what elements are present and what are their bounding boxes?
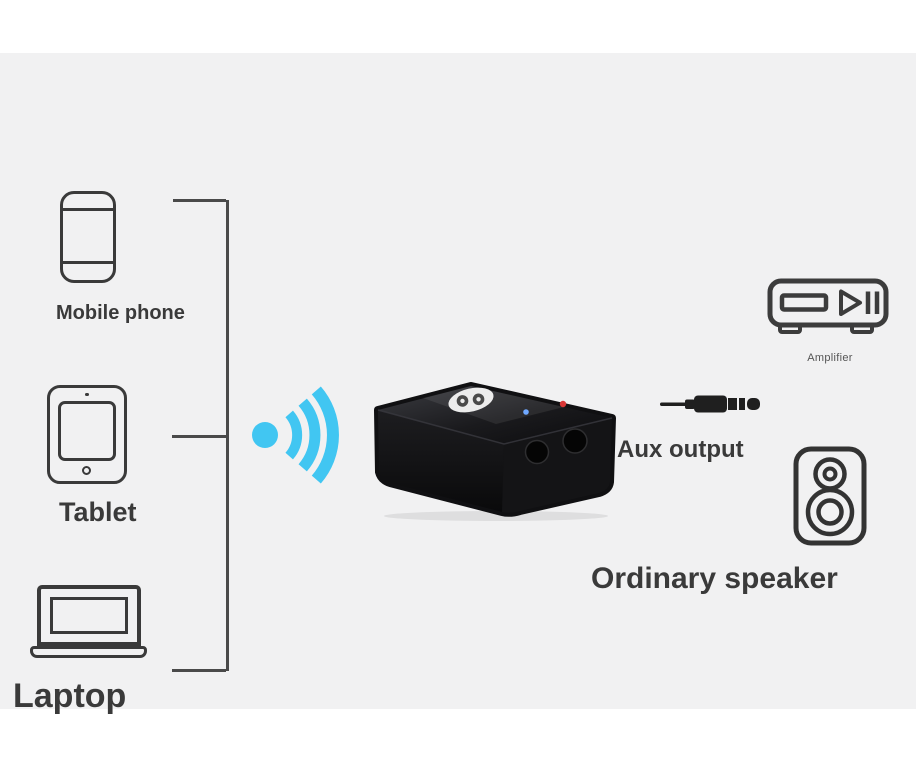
device-top-face [378, 386, 612, 444]
bracket-line-mobile [173, 199, 226, 202]
device-led-blue [523, 409, 529, 415]
device-led-red [559, 400, 567, 408]
wifi-arc-3 [311, 386, 339, 484]
bracket-vertical-line [226, 200, 229, 671]
laptop-label: Laptop [13, 677, 127, 715]
aux-output-label: Aux output [617, 436, 744, 463]
device-aux-port-2 [562, 428, 588, 454]
aux-jack-icon [660, 395, 760, 413]
bracket-line-laptop [172, 669, 226, 672]
amplifier-icon [767, 278, 889, 334]
diagram-canvas: Mobile phone Tablet Laptop [0, 53, 916, 715]
mobile-phone-icon [60, 191, 116, 283]
amplifier-label: Amplifier [807, 352, 853, 364]
ordinary-speaker-label: Ordinary speaker [591, 562, 838, 595]
mobile-phone-label: Mobile phone [56, 302, 185, 324]
bracket-line-tablet [172, 435, 226, 438]
wifi-arc-2 [298, 398, 321, 472]
laptop-icon [37, 585, 141, 646]
laptop-base [30, 646, 147, 658]
device-aux-port-1 [524, 439, 550, 465]
tablet-camera-dot [85, 393, 89, 396]
wifi-arc-1 [285, 410, 303, 460]
device-logo [448, 387, 494, 413]
wifi-signal-icon [252, 386, 339, 484]
phone-earpiece-line [62, 208, 114, 211]
device-shadow [384, 511, 608, 521]
device-edge-highlight [377, 409, 613, 445]
tablet-home-button [82, 466, 91, 475]
tablet-icon [47, 385, 127, 484]
speaker-icon [793, 446, 867, 546]
laptop-display [50, 597, 128, 634]
tablet-label: Tablet [59, 497, 137, 527]
bluetooth-receiver-image [374, 382, 616, 521]
wifi-dot [252, 422, 278, 448]
phone-chin-line [62, 261, 114, 264]
tablet-screen [58, 401, 116, 461]
